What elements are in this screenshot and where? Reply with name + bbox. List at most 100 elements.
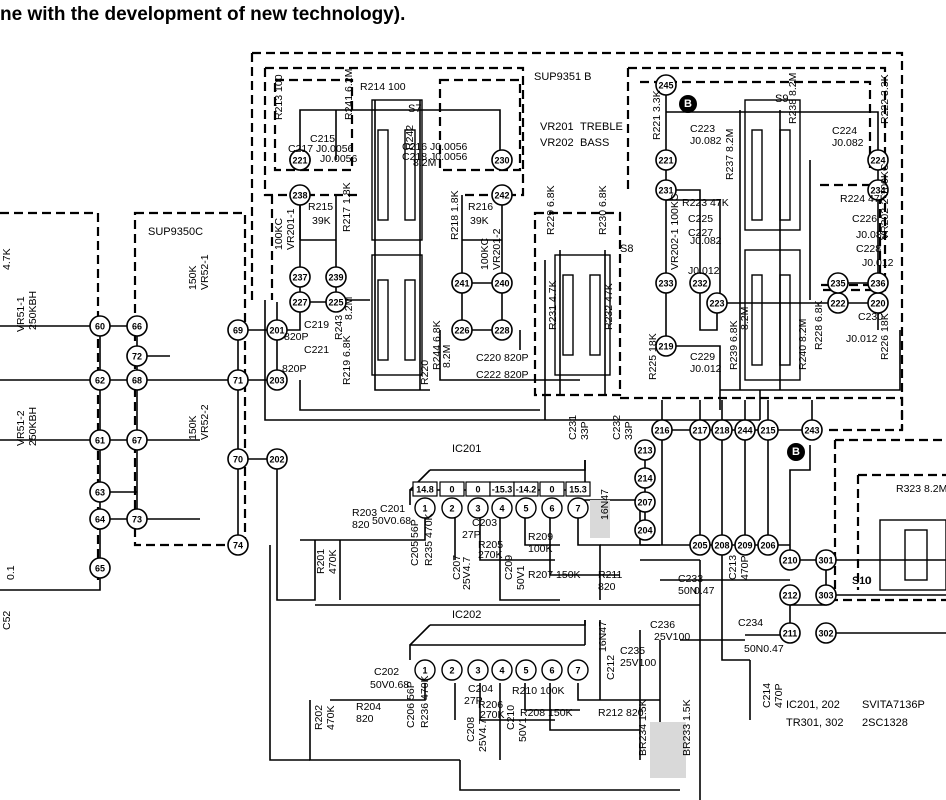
terminal-node: 62 <box>89 369 111 391</box>
ic201-pin-label: 5 <box>523 504 528 514</box>
component-label: R208 150K <box>520 707 573 719</box>
switch-label-s7: S7 <box>408 103 421 115</box>
terminal-node-label: 228 <box>494 326 509 336</box>
terminal-node: 206 <box>757 534 779 556</box>
component-label: 100KC <box>479 237 491 270</box>
terminal-node: 233 <box>655 272 677 294</box>
component-label: C209 <box>503 555 515 580</box>
component-label: 100K <box>540 685 565 697</box>
terminal-node-label: 211 <box>783 629 798 639</box>
component-label: C227 <box>688 227 713 239</box>
ic201-voltage-label: 14.8 <box>416 485 434 495</box>
component-label: 50V1 <box>517 717 529 742</box>
terminal-node-label: 204 <box>637 526 652 536</box>
component-label: 50V0.68 <box>370 679 409 691</box>
component-label: 100KC <box>273 217 285 250</box>
terminal-node: 69 <box>227 319 249 341</box>
page-header-text: ne with the development of new technolog… <box>0 4 406 25</box>
terminal-node-label: 243 <box>804 426 819 436</box>
component-label: 33P <box>623 421 635 440</box>
svg-text:B: B <box>684 98 692 110</box>
terminal-node: 212 <box>779 584 801 606</box>
switch-label-s9: S9 <box>775 93 788 105</box>
component-label: R244 6.8K <box>431 320 443 370</box>
terminal-node: 213 <box>634 439 656 461</box>
terminal-node-label: 212 <box>782 591 797 601</box>
component-label: R201 <box>315 549 327 574</box>
terminal-node-label: 232 <box>692 279 707 289</box>
terminal-node: 217 <box>689 419 711 441</box>
terminal-node-label: 226 <box>454 326 469 336</box>
ic201-voltage-box: 14.8 <box>412 481 438 497</box>
ic202-pin: 3 <box>467 659 489 681</box>
ic201-pin: 5 <box>515 497 537 519</box>
component-label: R243 <box>333 315 345 340</box>
component-label: R206 <box>478 699 503 711</box>
component-label: C234 <box>738 617 763 629</box>
component-label: VR202-1 100KC <box>669 193 681 270</box>
marker-b-bottom: B <box>787 443 805 461</box>
terminal-node-label: 61 <box>95 436 105 446</box>
component-label: C236 <box>650 619 675 631</box>
terminal-node-label: 213 <box>637 446 652 456</box>
terminal-node: 227 <box>289 291 311 313</box>
terminal-node: 225 <box>325 291 347 313</box>
component-label: R221 3.3K <box>651 90 663 140</box>
component-label: C221 <box>304 344 329 356</box>
terminal-node: 71 <box>227 369 249 391</box>
component-label: C232 <box>611 415 623 440</box>
ic201-pin-label: 2 <box>449 504 454 514</box>
component-label: C233 <box>678 573 703 585</box>
terminal-node-label: 60 <box>95 322 105 332</box>
terminal-node: 64 <box>89 508 111 530</box>
legend-ic-key: IC201, 202 <box>786 699 840 711</box>
component-label: 0.1 <box>5 565 17 580</box>
legend-tr-val: 2SC1328 <box>862 717 908 729</box>
component-label: VR202-2 100KC <box>879 163 891 240</box>
ic202-pin: 2 <box>441 659 463 681</box>
terminal-node-label: 74 <box>233 541 243 551</box>
component-label: 16N47 <box>599 489 611 520</box>
component-label: J0.082 <box>856 229 888 241</box>
component-label: VR51-2 <box>15 410 27 446</box>
component-label: 470K <box>327 549 339 574</box>
component-label: 27P <box>462 529 481 541</box>
ic201-voltage-label: 0 <box>449 485 454 495</box>
shaded-region-1 <box>590 500 610 538</box>
terminal-node-label: 245 <box>658 81 673 91</box>
legend-vr202: VR202 <box>540 137 574 149</box>
component-label: 820 <box>598 581 616 593</box>
component-label: C205 56P <box>409 519 421 566</box>
component-label: C222 820P <box>476 369 529 381</box>
component-label: VR201-1 <box>285 208 297 250</box>
component-label: R235 470K <box>423 513 435 566</box>
terminal-node: 241 <box>451 272 473 294</box>
component-label: VR52-2 <box>199 404 211 440</box>
component-label: 25V100 <box>620 657 656 669</box>
terminal-node: 209 <box>734 534 756 556</box>
component-label: R213 100 <box>273 74 285 120</box>
component-label: J0.082 <box>690 235 722 247</box>
terminal-node-label: 210 <box>782 556 797 566</box>
component-label: R223 47K <box>682 197 729 209</box>
ic201-voltage-box: 0 <box>465 481 491 497</box>
component-label: C213 <box>727 555 739 580</box>
terminal-node: 302 <box>815 622 837 644</box>
terminal-node-label: 236 <box>870 279 885 289</box>
terminal-node: 240 <box>491 272 513 294</box>
component-label: BR233 1.5K <box>681 699 693 756</box>
component-label: C210 <box>505 705 517 730</box>
terminal-node-label: 65 <box>95 564 105 574</box>
component-label: 470K <box>325 705 337 730</box>
component-label: C231 <box>567 415 579 440</box>
circuit-wiring <box>0 85 946 800</box>
terminal-node-label: 209 <box>737 541 752 551</box>
ic202-pin-label: 3 <box>475 666 480 676</box>
terminal-node: 214 <box>634 467 656 489</box>
component-label: 150K <box>187 415 199 440</box>
terminal-node-label: 224 <box>870 156 885 166</box>
component-label: J0.082 <box>690 135 722 147</box>
terminal-node: 208 <box>711 534 733 556</box>
terminal-node-label: 240 <box>494 279 509 289</box>
component-label: C208 <box>465 717 477 742</box>
